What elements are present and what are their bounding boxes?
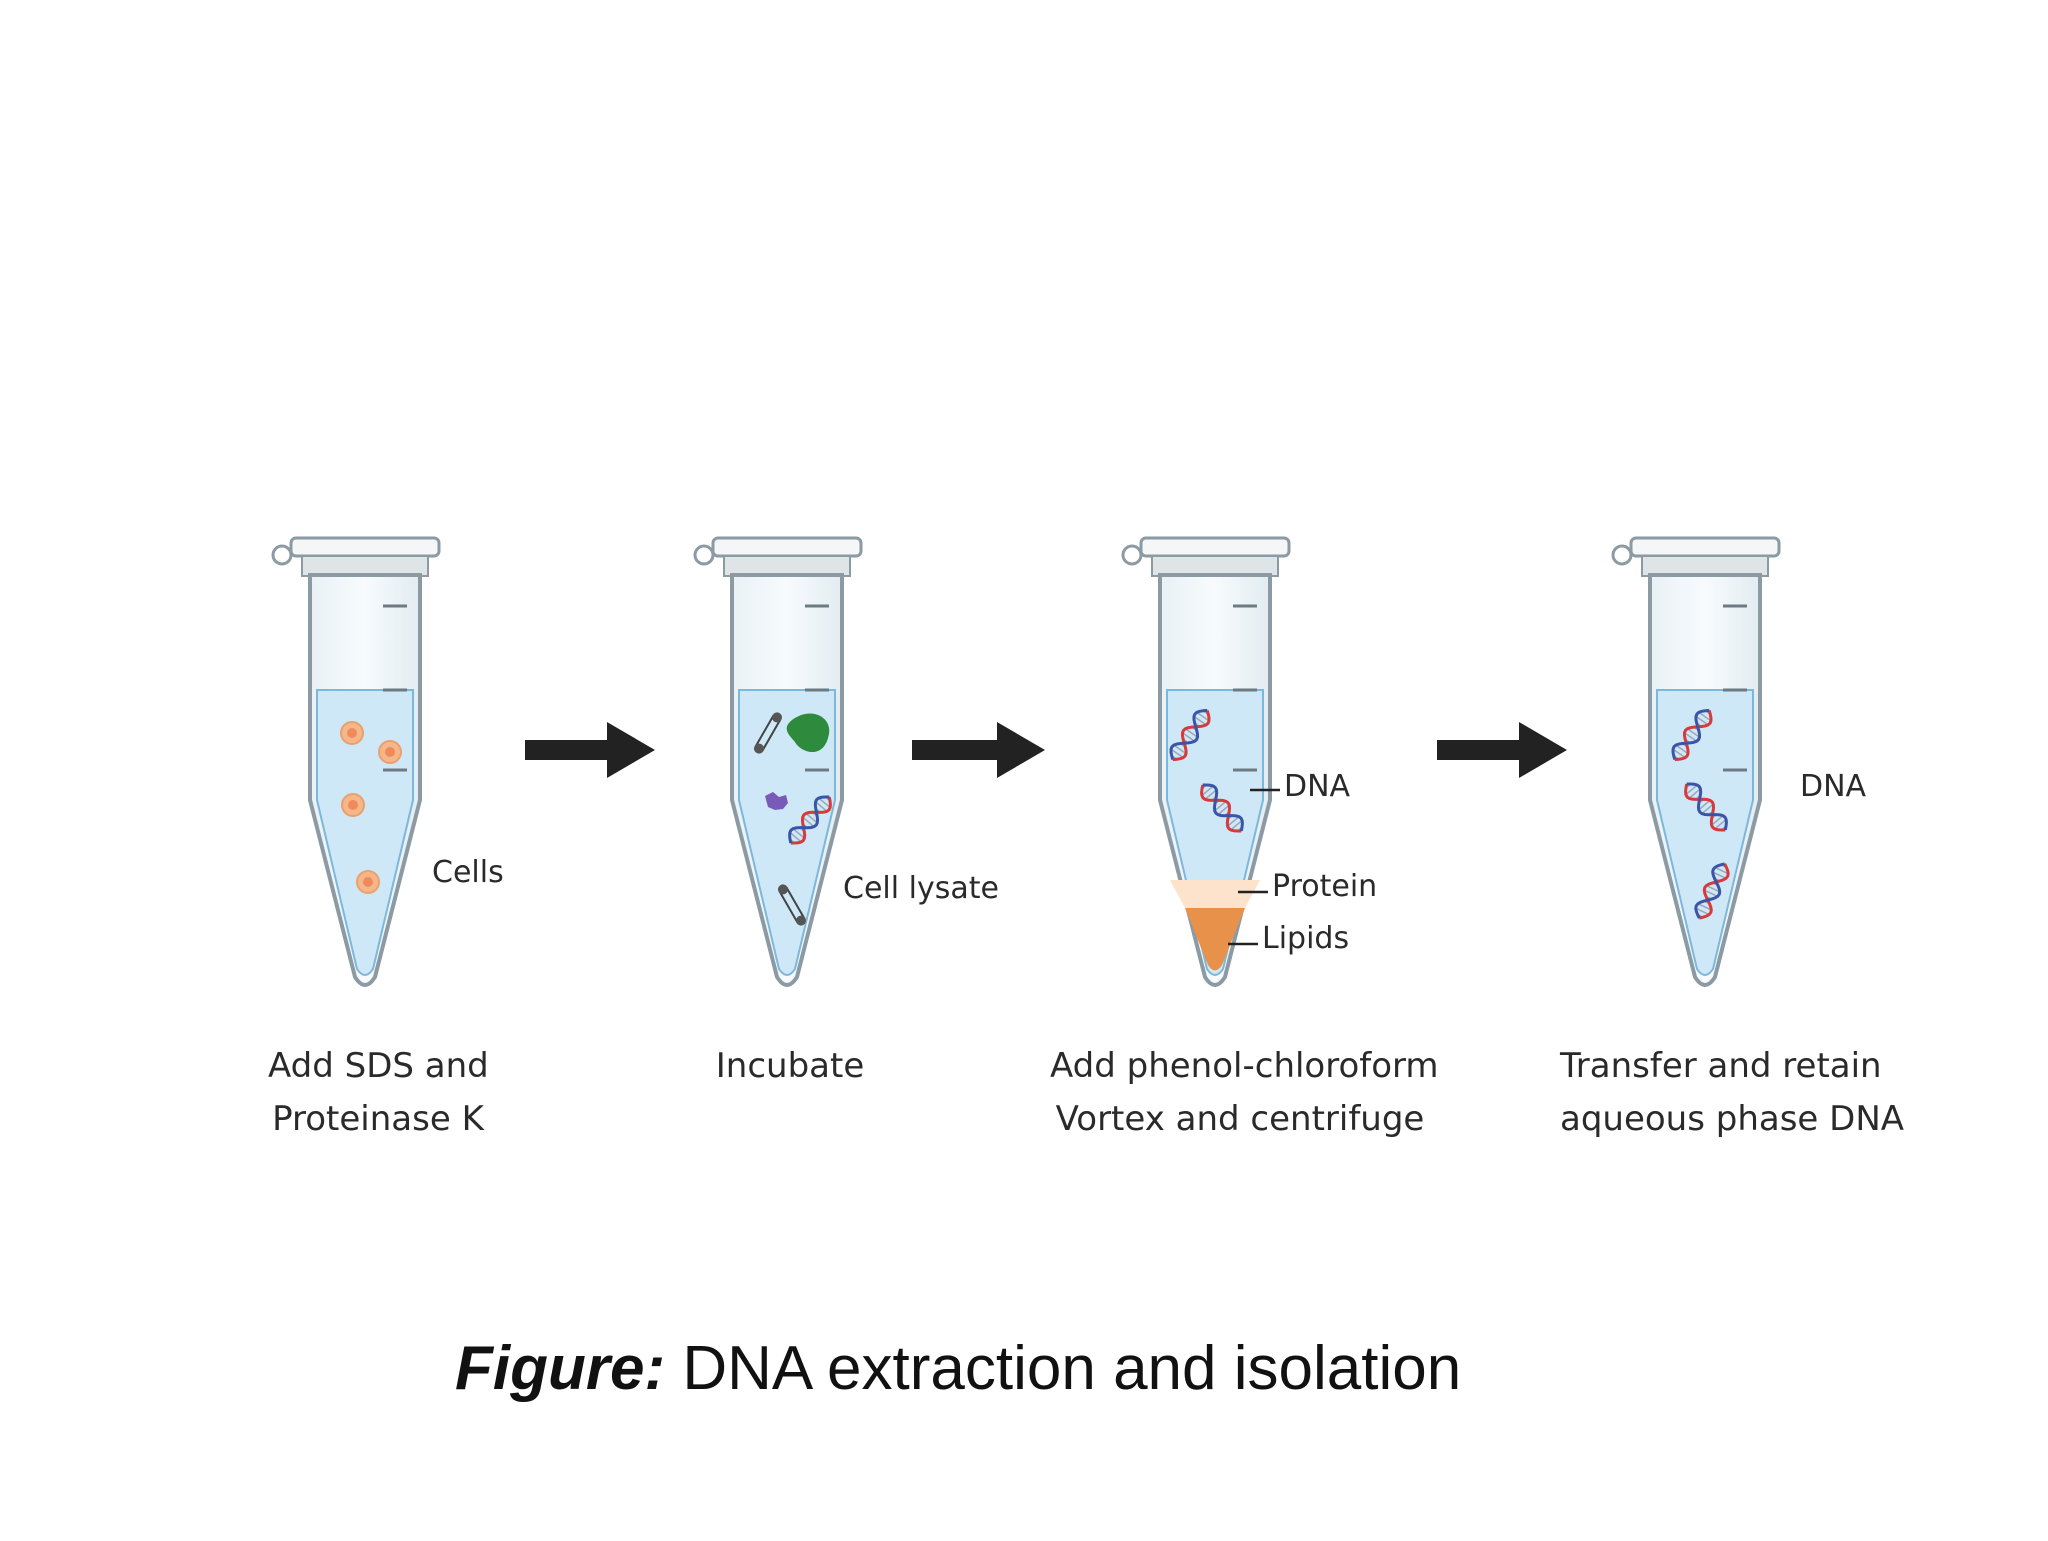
tube-liquid	[316, 689, 414, 976]
cell-lysate-label: Cell lysate	[843, 871, 999, 906]
tube-lid	[289, 536, 441, 558]
cell-icon	[356, 870, 380, 894]
step-3-line-2: Vortex and centrifuge	[1055, 1099, 1425, 1139]
dna-icon	[1200, 783, 1244, 833]
tube-icon	[271, 536, 441, 987]
dna-icon	[1169, 708, 1211, 762]
lid-hinge	[1611, 544, 1633, 566]
lid-hinge	[693, 544, 715, 566]
caption-prefix: Figure:	[455, 1334, 666, 1403]
step-1-line-1: Add SDS and	[268, 1046, 489, 1086]
lipid-layer	[1185, 908, 1245, 971]
dna-label: DNA	[1284, 769, 1351, 804]
tube-lid	[711, 536, 863, 558]
lipids-label: Lipids	[1262, 921, 1350, 956]
cell-icon	[340, 721, 364, 745]
organelle-icon	[786, 713, 830, 753]
protein-fragment-icon	[765, 792, 788, 810]
caption-text: DNA extraction and isolation	[665, 1334, 1462, 1403]
protein-layer	[1170, 880, 1260, 908]
tube-liquid	[738, 689, 836, 976]
arrow-right-icon	[1437, 722, 1567, 778]
cells-label: Cells	[432, 855, 504, 890]
dna-icon	[1671, 708, 1713, 762]
step-4-line-1: Transfer and retain	[1560, 1046, 1882, 1086]
step-2-text: Incubate	[680, 1040, 900, 1093]
step-3-line-1: Add phenol-chloroform	[1050, 1046, 1439, 1086]
arrow-right-icon	[525, 722, 655, 778]
arrow-right-icon	[912, 722, 1045, 778]
step-1-text: Add SDS and Proteinase K	[268, 1040, 489, 1146]
lid-hinge	[1121, 544, 1143, 566]
tube-liquid	[1656, 689, 1754, 976]
tube-lid	[1629, 536, 1781, 558]
dna-icon	[1694, 862, 1730, 920]
dna-icon	[1684, 782, 1728, 832]
lid-hinge	[271, 544, 293, 566]
membrane-icon	[754, 712, 782, 754]
step-2-line-1: Incubate	[715, 1046, 865, 1086]
step-3-text: Add phenol-chloroform Vortex and centrif…	[1050, 1040, 1439, 1146]
tube-lid	[1139, 536, 1291, 558]
step-4-text: Transfer and retain aqueous phase DNA	[1560, 1040, 1905, 1146]
cell-icon	[378, 740, 402, 764]
step-1-line-2: Proteinase K	[272, 1099, 484, 1139]
dna-icon	[788, 795, 832, 845]
tube-icon	[1611, 536, 1781, 987]
cell-icon	[341, 793, 365, 817]
membrane-icon	[778, 884, 806, 926]
figure-caption: Figure: DNA extraction and isolation	[455, 1338, 1461, 1400]
tube-icon	[693, 536, 863, 987]
protein-label: Protein	[1272, 869, 1378, 904]
step-4-line-2: aqueous phase DNA	[1560, 1099, 1905, 1139]
dna-label-final: DNA	[1800, 769, 1867, 804]
